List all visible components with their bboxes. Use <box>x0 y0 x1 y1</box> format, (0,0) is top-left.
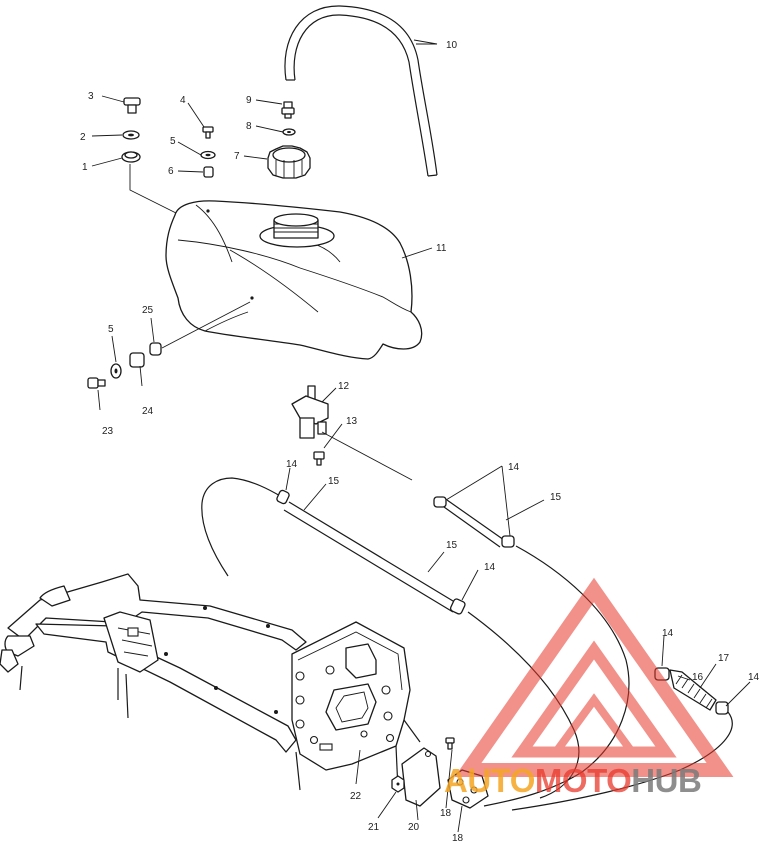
callout-21: 21 <box>368 822 380 833</box>
washer-5-lower <box>110 363 122 379</box>
callout-18-b: 18 <box>452 833 464 842</box>
mount-axis <box>161 301 251 349</box>
callout-7: 7 <box>234 151 240 162</box>
callout-labels: 3 2 1 4 5 6 9 8 7 10 11 25 5 24 23 12 13… <box>80 40 760 842</box>
callout-17: 17 <box>718 653 730 664</box>
callout-13: 13 <box>346 416 358 427</box>
callout-25: 25 <box>142 305 154 316</box>
callout-5-lower: 5 <box>108 324 114 335</box>
fitting-9 <box>281 101 295 119</box>
callout-11: 11 <box>436 243 447 254</box>
callout-9: 9 <box>246 95 252 106</box>
callout-14-b: 14 <box>508 462 520 473</box>
filter-13 <box>313 451 325 466</box>
callout-23: 23 <box>102 426 114 437</box>
callout-4: 4 <box>180 95 186 106</box>
callout-24: 24 <box>142 406 154 417</box>
callout-6: 6 <box>168 166 174 177</box>
callout-5: 5 <box>170 136 176 147</box>
frame <box>0 573 421 791</box>
callout-16: 16 <box>692 672 704 683</box>
callout-15-a: 15 <box>328 476 340 487</box>
petcock <box>291 385 329 439</box>
callout-12: 12 <box>338 381 350 392</box>
fuel-line-right <box>433 496 630 807</box>
fuel-line-left <box>201 477 580 799</box>
callout-8: 8 <box>246 121 252 132</box>
petcock-axis <box>321 431 413 481</box>
callout-15-c: 15 <box>446 540 458 551</box>
mount-bolt-23 <box>87 377 106 389</box>
leader-lines <box>91 39 751 833</box>
spacer-25 <box>149 342 162 356</box>
washer-5 <box>200 150 216 160</box>
vent-hose <box>284 5 438 177</box>
spacer-6 <box>203 166 214 178</box>
callout-22: 22 <box>350 791 362 802</box>
callout-14-c: 14 <box>484 562 496 573</box>
callout-2: 2 <box>80 132 86 143</box>
mount-plate-20 <box>401 747 441 807</box>
callout-18-a: 18 <box>440 808 452 819</box>
callout-10: 10 <box>446 40 458 51</box>
washer-2 <box>122 130 140 140</box>
nut-21 <box>391 775 405 793</box>
screw-4 <box>202 126 214 139</box>
grommet-1 <box>121 151 141 163</box>
callout-14-a: 14 <box>286 459 298 470</box>
callout-3: 3 <box>88 91 94 102</box>
screw-18 <box>445 737 455 750</box>
washer-8 <box>282 128 296 136</box>
callout-20: 20 <box>408 822 420 833</box>
bushing-24 <box>129 352 145 368</box>
callout-14-d: 14 <box>662 628 674 639</box>
bolt-3 <box>123 97 141 114</box>
inline-filter <box>511 667 733 811</box>
fuel-tank <box>165 200 423 360</box>
fuel-cap-7 <box>267 145 311 179</box>
callout-15-b: 15 <box>550 492 562 503</box>
callout-1: 1 <box>82 162 88 173</box>
bracket-18 <box>447 769 489 809</box>
callout-14-e: 14 <box>748 672 760 683</box>
